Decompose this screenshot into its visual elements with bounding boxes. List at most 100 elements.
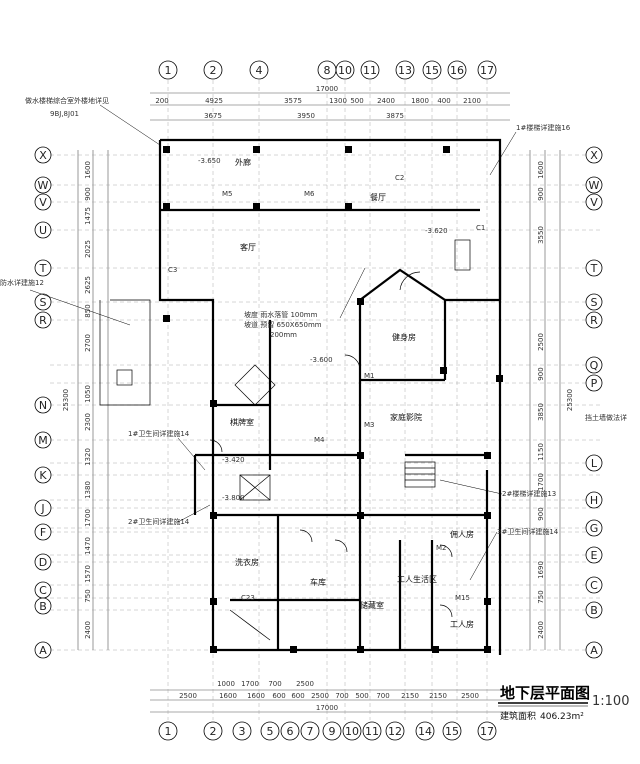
dimension-text: 1800 (411, 97, 429, 105)
axis-bubble: L (585, 454, 603, 472)
dimension-text: 2400 (377, 97, 395, 105)
door-tag: M5 (222, 190, 233, 198)
axis-label-bottom: 11 (365, 725, 379, 738)
grid-lines (50, 80, 600, 720)
axis-label-bottom: 5 (267, 725, 274, 738)
dimension-text: 1570 (84, 565, 92, 583)
dimension-text: 1600 (84, 161, 92, 179)
axis-bubble: D (34, 553, 52, 571)
area-value: 406.23m² (540, 712, 584, 722)
dimension-total-left: 25300 (62, 389, 70, 411)
note-text: 9BJ,8J01 (50, 110, 79, 118)
note-text: 挡土墙做法详 (585, 413, 627, 422)
axis-bubble: 2 (203, 60, 223, 80)
dimension-text: 400 (437, 97, 450, 105)
dimension-text: 750 (84, 589, 92, 602)
dimension-text: 1700 (84, 509, 92, 527)
axis-label-left: S (40, 296, 47, 309)
dimension-text: 1150 (537, 443, 545, 461)
dimension-text: 1000 (217, 680, 235, 688)
axis-bubble: 17 (477, 721, 497, 741)
axis-label-left: D (39, 556, 47, 569)
dimension-text: 1600 (537, 161, 545, 179)
dimension-text: 1320 (84, 448, 92, 466)
room-label-laundry: 洗衣房 (235, 557, 259, 567)
dimension-total-top: 17000 (316, 85, 338, 93)
axis-label-right: H (590, 494, 598, 507)
door-tag: M15 (455, 594, 470, 602)
door-tag: C2 (395, 174, 404, 182)
axis-bubble: X (34, 146, 52, 164)
axis-label-left: M (38, 434, 48, 447)
dimension-text: 2400 (84, 621, 92, 639)
dimension-text: 1700 (241, 680, 259, 688)
axis-label-left: X (39, 149, 47, 162)
axis-label-left: V (39, 196, 47, 209)
dimension-text: 1600 (247, 692, 265, 700)
dimension-text: 1300 (329, 97, 347, 105)
axis-bubble: E (585, 546, 603, 564)
room-label-worker-room: 工人房 (450, 619, 474, 629)
axis-label-top: 10 (338, 64, 352, 77)
room-label-chess: 棋牌室 (230, 417, 254, 427)
axis-bubble: 9 (322, 721, 342, 741)
axis-label-right: W (589, 179, 600, 192)
axis-bubble: 5 (260, 721, 280, 741)
room-label-corridor: 外廊 (235, 157, 251, 167)
axis-bubble: 11 (362, 721, 382, 741)
dimension-text: 900 (537, 187, 545, 200)
right-dimensions: 1600 900 3550 2500 900 3850 1150 1700 90… (537, 161, 574, 639)
room-label-gym: 健身房 (392, 332, 416, 342)
axis-bubble: V (34, 193, 52, 211)
dimension-text: 2500 (179, 692, 197, 700)
axis-label-top: 13 (398, 64, 412, 77)
dimension-text: 600 (272, 692, 285, 700)
door-tag: C23 (241, 594, 255, 602)
dimension-text: 2625 (84, 276, 92, 294)
axis-bubble: 8 (317, 60, 337, 80)
axis-label-right: V (590, 196, 598, 209)
axis-bubble: R (585, 311, 603, 329)
axis-bubbles-top: 1 2 4 8 10 11 13 15 16 17 (158, 60, 497, 80)
dimension-text: 2150 (429, 692, 447, 700)
axis-label-top: 4 (256, 64, 263, 77)
axis-bubble: X (585, 146, 603, 164)
columns (163, 146, 503, 653)
dimension-text: 1690 (537, 561, 545, 579)
note-text: 1#楼梯详建施16 (516, 123, 571, 132)
area-label: 建筑面积 (500, 710, 536, 722)
dimension-text: 500 (350, 97, 363, 105)
dimension-text: 2300 (84, 413, 92, 431)
axis-label-right: S (591, 296, 598, 309)
axis-bubble: B (34, 597, 52, 615)
elevation-text: -3.800 (222, 494, 245, 502)
door-tag: C3 (168, 266, 177, 274)
axis-bubble: 7 (300, 721, 320, 741)
elevation-marks: -3.650 -3.600 -3.620 -3.420 -3.800 (198, 157, 448, 502)
dimension-text: 900 (537, 507, 545, 520)
title-block: 地下层平面图 1:100 建筑面积 406.23m² (498, 684, 629, 722)
dimension-text: 2500 (461, 692, 479, 700)
dimension-text: 900 (537, 367, 545, 380)
axis-label-right: B (590, 604, 598, 617)
axis-label-bottom: 3 (239, 725, 246, 738)
annotations: 做水楼梯综合室外楼地详见 9BJ,8J01 1#楼梯详建施16 防水详建施12 … (0, 96, 627, 581)
axis-bubble: S (585, 293, 603, 311)
axis-label-left: N (39, 399, 47, 412)
axis-label-right: R (590, 314, 598, 327)
axis-label-right: T (590, 262, 598, 275)
axis-label-right: G (590, 522, 599, 535)
axis-bubble: B (585, 601, 603, 619)
axis-bubble: 10 (342, 721, 362, 741)
axis-bubbles-right: X W V T S R Q P L H G E C B A (585, 146, 603, 659)
axis-bubble: T (585, 259, 603, 277)
axis-bubble: V (585, 193, 603, 211)
dimension-text: 2100 (463, 97, 481, 105)
axis-bubble: A (34, 641, 52, 659)
dimension-total-bottom: 17000 (316, 704, 338, 712)
dimension-text: 3575 (284, 97, 302, 105)
drawing-title: 地下层平面图 (500, 684, 590, 702)
axis-label-top: 2 (210, 64, 217, 77)
dimension-text: 2500 (296, 680, 314, 688)
top-dimensions: 17000 200 4925 3575 1300 500 2400 1800 4… (155, 85, 481, 120)
